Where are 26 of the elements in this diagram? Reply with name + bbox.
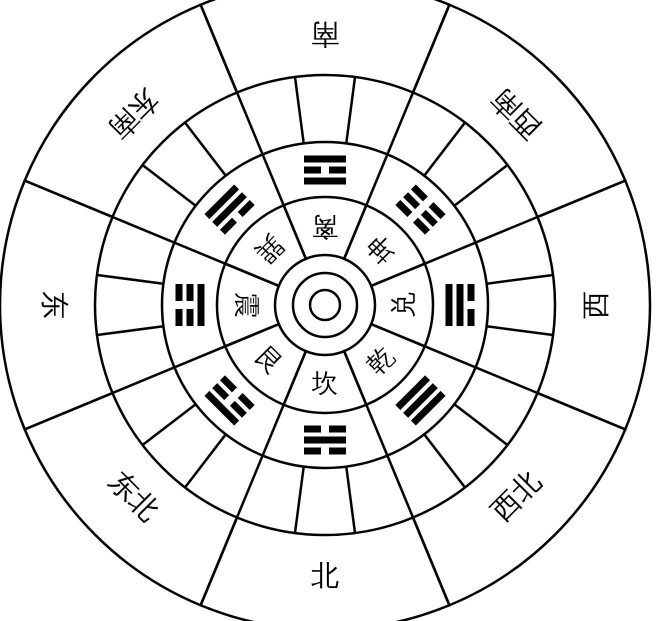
trigram-name: 巽 <box>250 230 288 268</box>
trigram-name-sector <box>223 322 308 407</box>
trigram-name: 艮 <box>250 342 288 380</box>
trigram-name: 离 <box>312 213 338 239</box>
trigram-name: 坤 <box>362 230 400 268</box>
trigram-name: 兑 <box>391 292 417 318</box>
direction-label: 西 <box>583 291 611 319</box>
direction-label: 南 <box>311 19 339 47</box>
direction-sector <box>411 2 628 219</box>
trigram-name-sector <box>223 203 308 288</box>
trigram-name-sector <box>342 203 427 288</box>
direction-sector <box>411 391 628 608</box>
trigram-name: 震 <box>233 292 259 318</box>
trigram-name: 坎 <box>312 371 338 397</box>
direction-label: 东南 <box>102 82 162 142</box>
direction-label: 西北 <box>488 468 548 528</box>
direction-label: 西南 <box>488 82 548 142</box>
direction-sector <box>0 178 115 432</box>
trigram-name: 乾 <box>362 342 400 380</box>
direction-label: 北 <box>311 563 339 591</box>
direction-sector <box>198 0 452 95</box>
direction-label: 东 <box>39 291 67 319</box>
trigram-name-sector <box>342 322 427 407</box>
direction-sector <box>22 2 239 219</box>
direction-sector <box>22 391 239 608</box>
direction-label: 东北 <box>102 468 162 528</box>
